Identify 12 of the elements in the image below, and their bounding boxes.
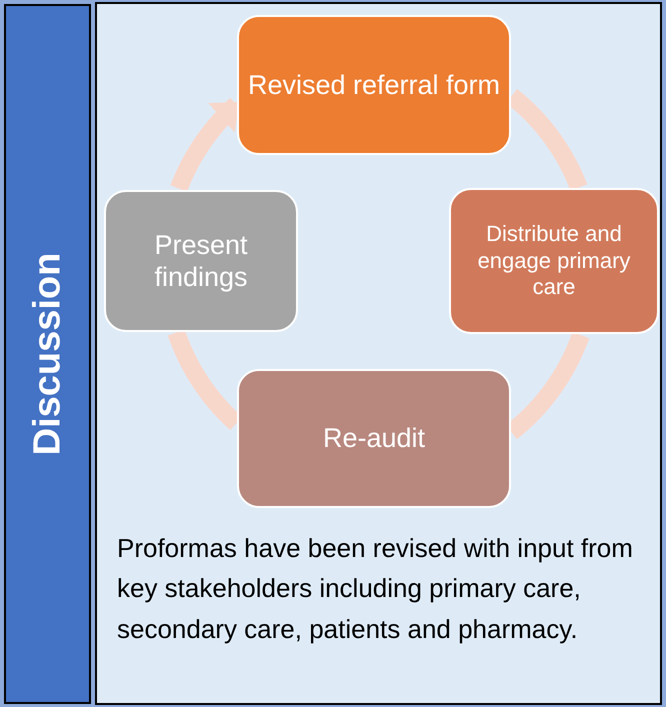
process-box bbox=[104, 190, 298, 332]
box-label: Re-audit bbox=[322, 422, 426, 455]
process-box bbox=[237, 369, 511, 508]
process-box bbox=[237, 15, 511, 155]
side-banner bbox=[4, 4, 91, 704]
process-box bbox=[449, 188, 659, 334]
box-label: Distribute and engage primary care bbox=[476, 221, 632, 301]
box-label: Present findings bbox=[153, 228, 249, 294]
content-panel bbox=[95, 2, 662, 705]
summary-paragraph: Proformas have been revised with input from key stakeholders including primary care, secondary care, patients and pharmacy. bbox=[117, 532, 634, 646]
box-label: Revised referral form bbox=[246, 68, 502, 102]
banner-title: Discussion bbox=[26, 252, 69, 456]
